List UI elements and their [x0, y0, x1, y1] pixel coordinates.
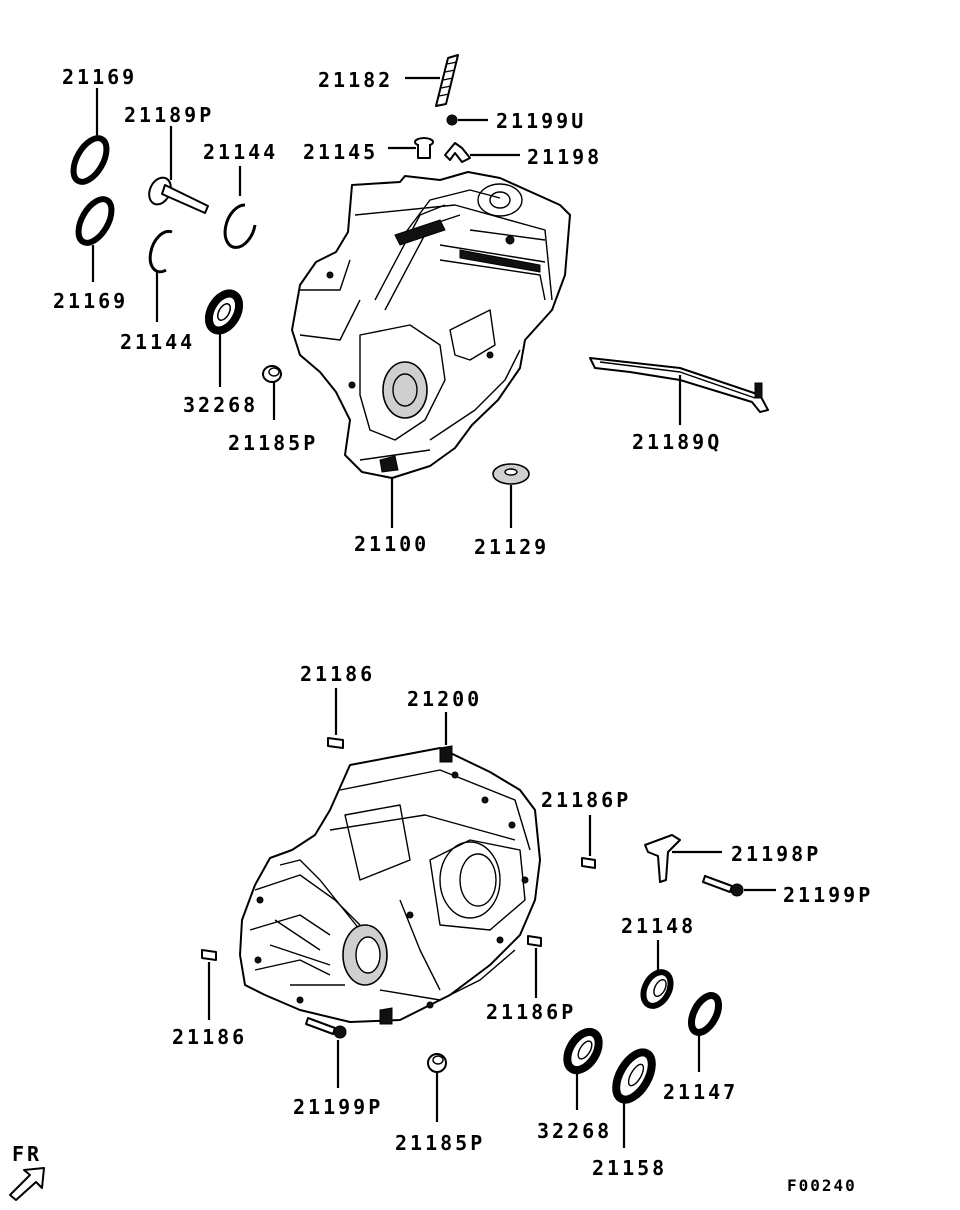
shaft-part — [148, 176, 209, 214]
label-oil-seal-large: 21158 — [592, 1156, 667, 1180]
label-plug-top: 21200 — [407, 687, 482, 711]
label-plug-bottom: 21185P — [395, 1131, 485, 1155]
seal-ring-top-part — [70, 135, 110, 185]
vent-part — [414, 137, 434, 159]
bracket-part — [444, 142, 471, 163]
label-seal-ring-top: 21169 — [62, 65, 137, 89]
label-guide: 21189Q — [632, 430, 722, 454]
label-shaft: 21189P — [124, 103, 214, 127]
label-bolt-bottom: 21199P — [293, 1095, 383, 1119]
transaxle-case-part — [291, 171, 571, 479]
label-nut: 21199U — [496, 109, 586, 133]
oil-seal-large-part — [612, 1048, 656, 1104]
lower-leader-lines — [207, 688, 776, 1148]
upper-assembly: 21169 21189P 21144 21169 21144 32268 211… — [53, 54, 769, 559]
seal-ring-bottom-part — [75, 196, 115, 246]
snap-ring-right-part — [223, 203, 257, 249]
dowel-left-part — [201, 949, 217, 961]
plug-part — [262, 365, 282, 383]
oil-seal-part — [204, 289, 244, 335]
dowel-p-right-part — [581, 857, 596, 869]
label-snap-ring-left: 21144 — [120, 330, 195, 354]
front-direction-indicator: FR — [9, 1142, 45, 1201]
label-bracket: 21198 — [527, 145, 602, 169]
stud-bolt-part — [435, 54, 459, 107]
oil-seal-lower-part — [563, 1027, 603, 1075]
label-case: 21100 — [354, 532, 429, 556]
label-bolt-right: 21199P — [783, 883, 873, 907]
label-oil-seal: 32268 — [183, 393, 258, 417]
label-washer: 21129 — [474, 535, 549, 559]
label-dowel-p-right: 21186P — [541, 788, 631, 812]
plug-lower-part — [427, 1053, 447, 1073]
lower-assembly: 21186 21200 21186P 21198P 21199P 21148 2… — [172, 662, 873, 1180]
label-seal-ring-bottom: 21169 — [53, 289, 128, 313]
label-dowel-p-center: 21186P — [486, 1000, 576, 1024]
bolt-right-part — [702, 875, 744, 897]
label-plug: 21185P — [228, 431, 318, 455]
label-bracket-p: 21198P — [731, 842, 821, 866]
bearing-part — [640, 969, 674, 1009]
label-bearing: 21148 — [621, 914, 696, 938]
dowel-top-part — [327, 737, 344, 749]
seal-ring-part — [687, 992, 723, 1036]
bolt-bottom-part — [305, 1017, 347, 1039]
front-direction-label: FR — [12, 1142, 42, 1166]
label-vent: 21145 — [303, 140, 378, 164]
bracket-p-part — [644, 834, 681, 883]
upper-part-labels: 21169 21189P 21144 21169 21144 32268 211… — [53, 65, 722, 559]
label-dowel-top: 21186 — [300, 662, 375, 686]
lower-part-labels: 21186 21200 21186P 21198P 21199P 21148 2… — [172, 662, 873, 1180]
nut-part — [446, 114, 458, 126]
front-arrow-icon — [9, 1167, 45, 1201]
dowel-p-center-part — [527, 935, 542, 947]
label-snap-ring-right: 21144 — [203, 140, 278, 164]
upper-leader-lines — [91, 76, 682, 528]
label-stud-bolt: 21182 — [318, 68, 393, 92]
label-seal-ring: 21147 — [663, 1080, 738, 1104]
label-oil-seal-lower: 32268 — [537, 1119, 612, 1143]
diagram-code: F00240 — [787, 1176, 857, 1195]
guide-part — [589, 357, 769, 413]
label-dowel-left: 21186 — [172, 1025, 247, 1049]
snap-ring-left-part — [148, 229, 173, 274]
transaxle-housing-part — [239, 745, 541, 1025]
washer-part — [492, 463, 530, 485]
